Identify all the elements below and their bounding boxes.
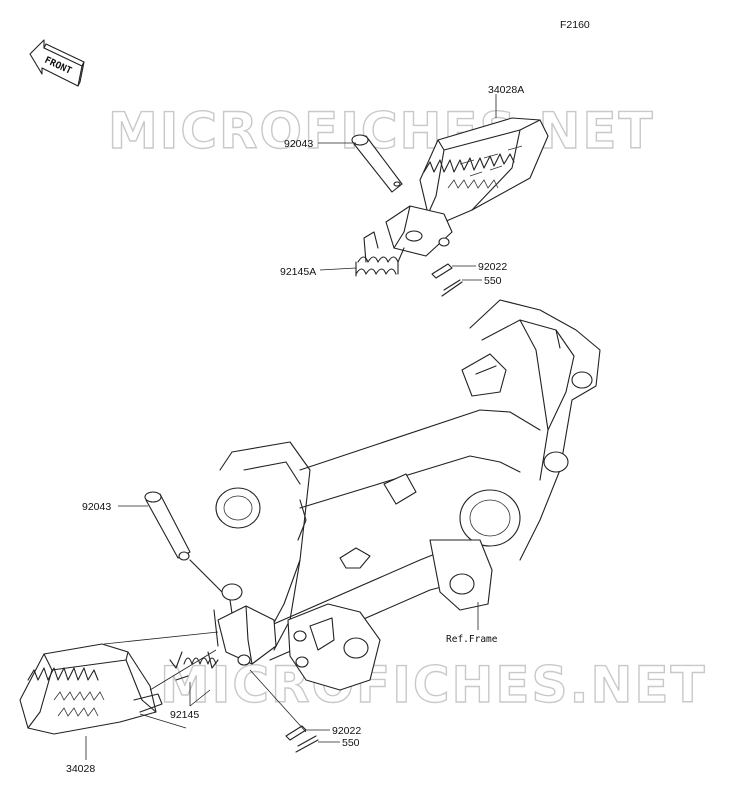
label-lower-92022: 92022 [332, 725, 361, 737]
watermark-bottom: MICROFICHES.NET [160, 656, 707, 714]
label-lower-550: 550 [342, 737, 360, 749]
lower-footpeg [19, 643, 163, 735]
lower-cotter-pin [295, 735, 319, 753]
label-34028: 34028 [66, 763, 95, 775]
label-upper-92043: 92043 [284, 138, 313, 150]
label-upper-92022: 92022 [478, 261, 507, 273]
upper-cotter-pin [441, 279, 463, 297]
label-34028A: 34028A [488, 84, 524, 96]
label-upper-550: 550 [484, 275, 502, 287]
label-92145A: 92145A [280, 266, 316, 278]
upper-spring [355, 231, 405, 277]
lower-pin [144, 491, 191, 561]
lower-labels: 92043 34028 92145 92022 550 [66, 501, 361, 775]
lower-mount-bracket [217, 583, 277, 666]
watermark-top: MICROFICHES.NET [108, 102, 655, 160]
frame [189, 299, 601, 691]
front-arrow-icon: FRONT [29, 39, 85, 87]
figure-code: F2160 [560, 19, 590, 31]
upper-pin [351, 134, 403, 193]
upper-footpeg-assembly [351, 117, 549, 297]
lower-spring [169, 651, 219, 681]
lower-footpeg-assembly [19, 491, 319, 753]
ref-frame-label: Ref.Frame [446, 634, 498, 645]
label-lower-92145: 92145 [170, 709, 199, 721]
upper-washer [431, 263, 453, 279]
upper-labels: 34028A 92043 92145A 92022 550 [280, 84, 524, 287]
upper-footpeg [385, 117, 549, 257]
label-lower-92043: 92043 [82, 501, 111, 513]
